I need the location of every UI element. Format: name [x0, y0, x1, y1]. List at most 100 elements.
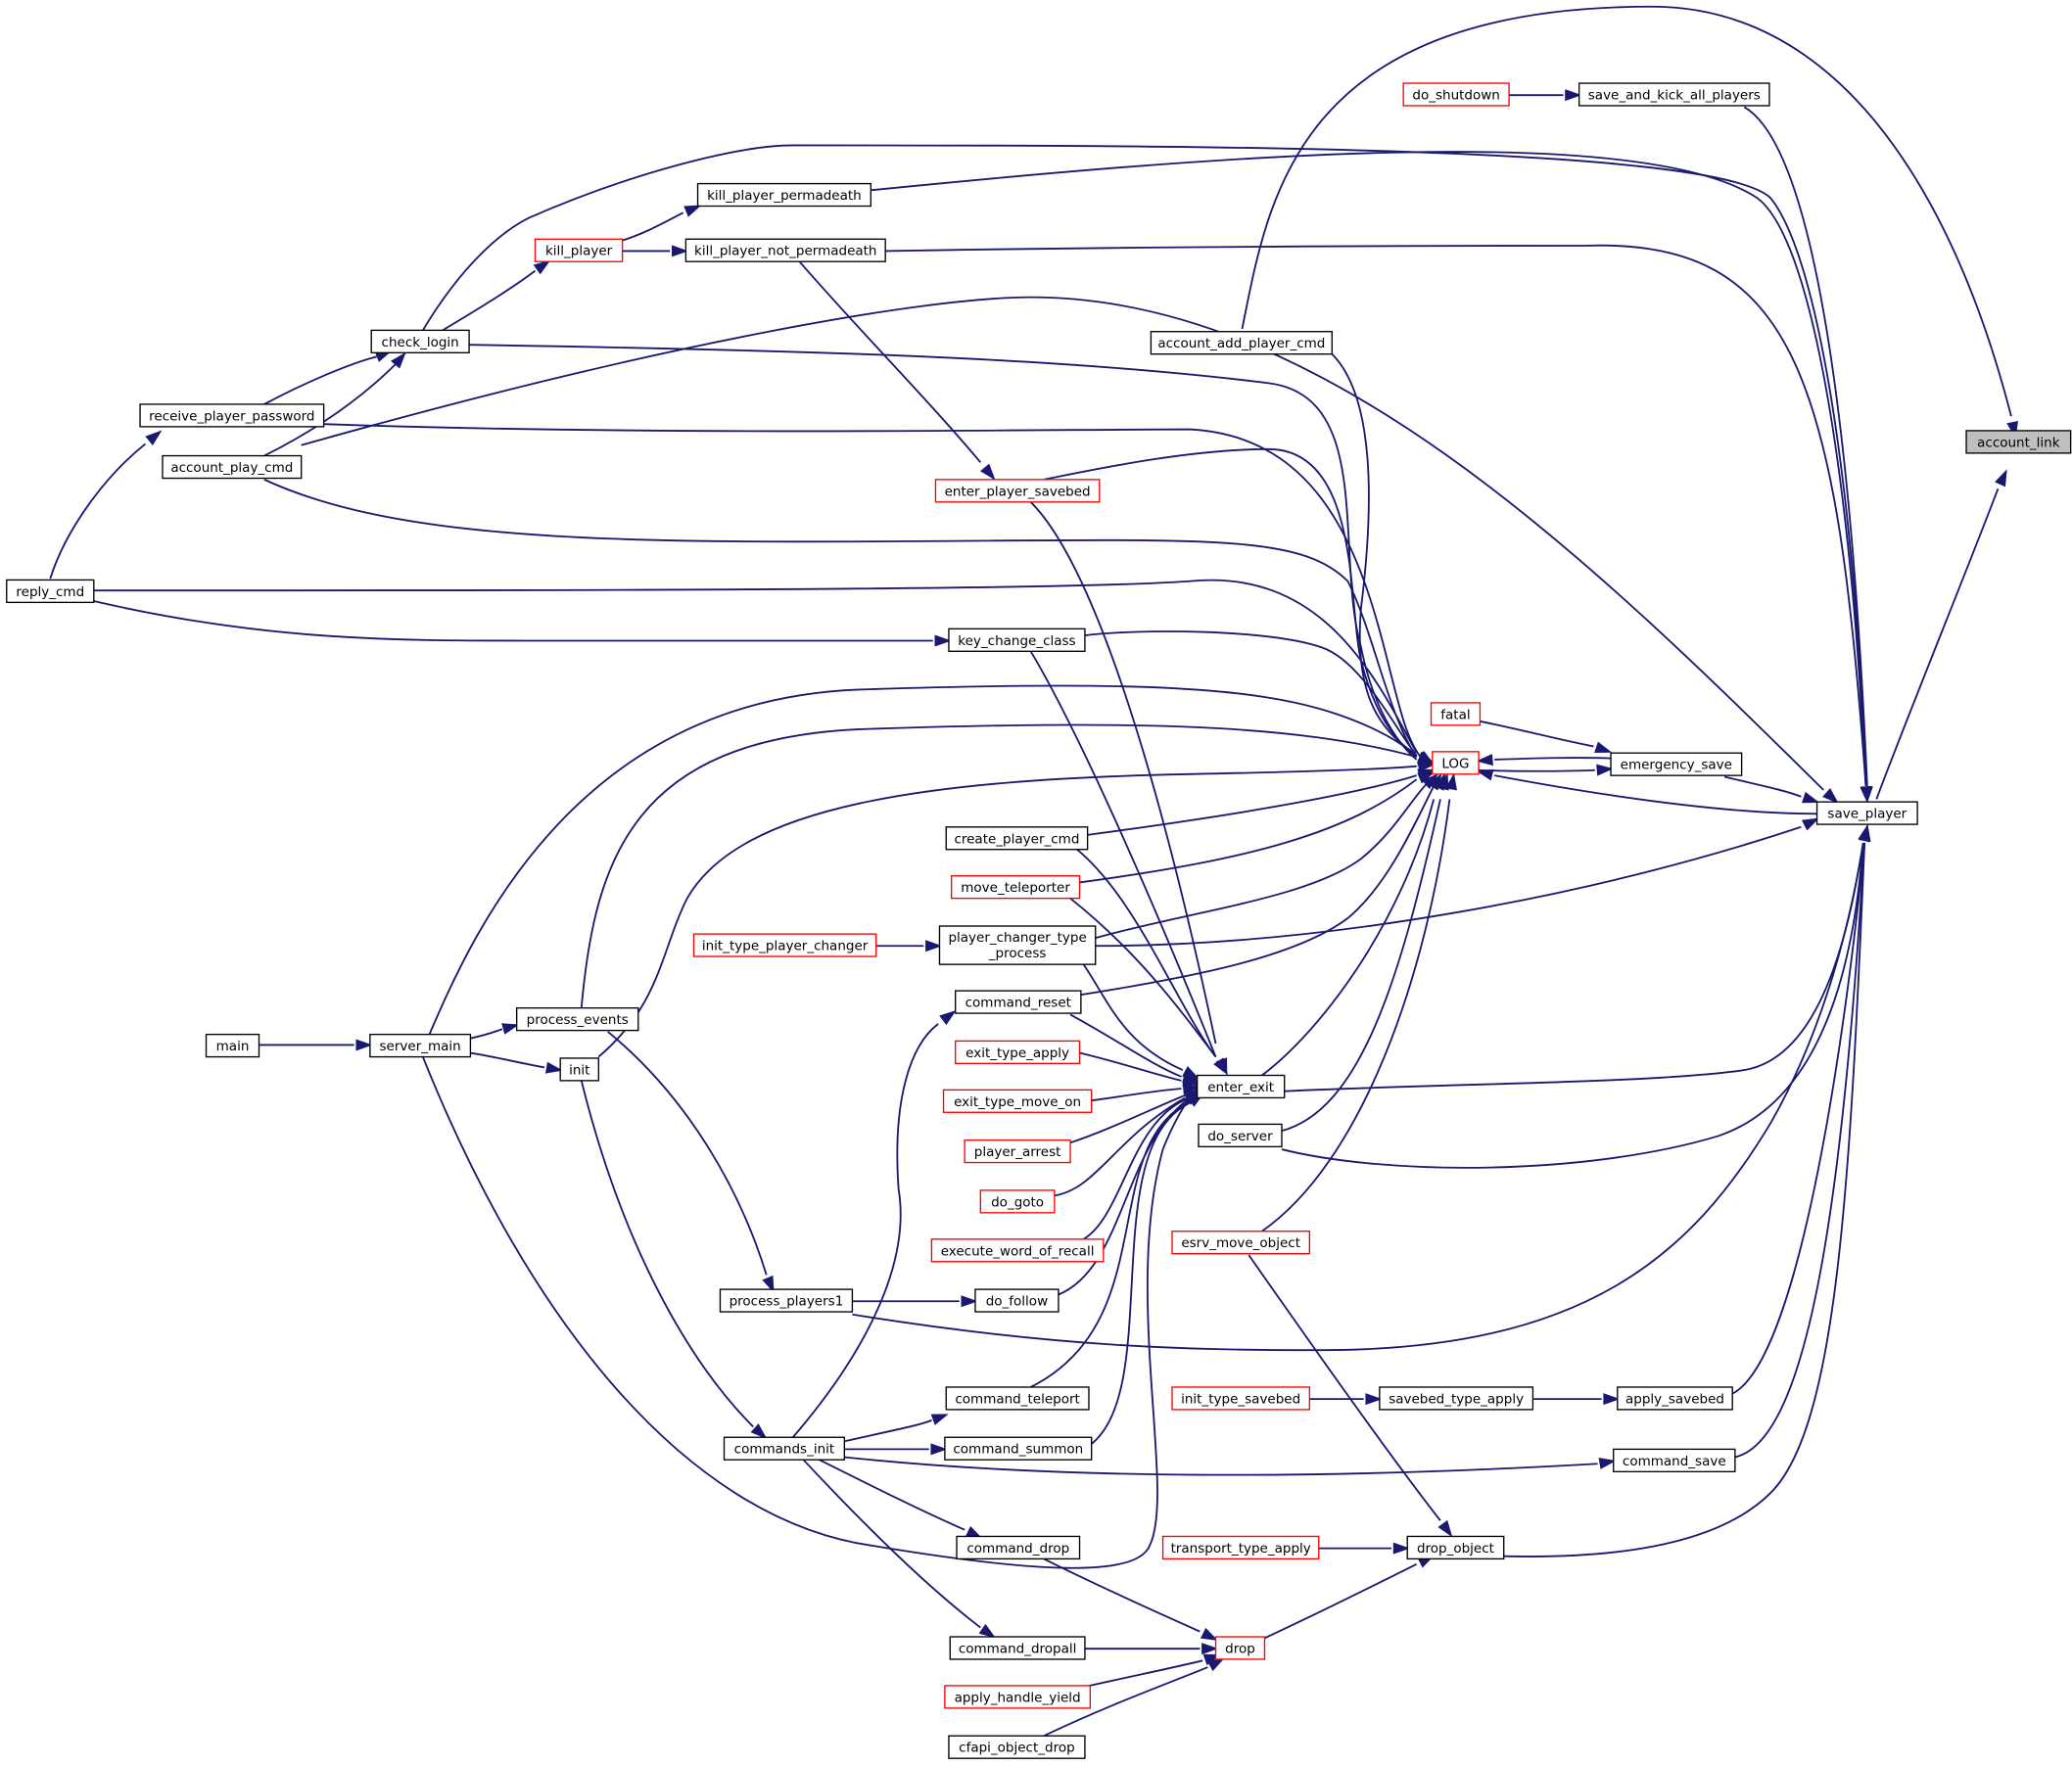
- edge-command_drop-to-drop: [1043, 1557, 1218, 1641]
- node-box: [950, 875, 1081, 900]
- node-label: init_type_savebed: [1181, 1391, 1300, 1407]
- edge-line: [263, 479, 1418, 758]
- node-key_change_class[interactable]: key_change_class: [948, 627, 1086, 652]
- node-command_teleport[interactable]: command_teleport: [945, 1386, 1090, 1411]
- node-enter_exit[interactable]: enter_exit: [1196, 1074, 1286, 1099]
- node-command_summon[interactable]: command_summon: [944, 1436, 1093, 1461]
- arrowhead: [930, 1414, 949, 1425]
- arrowhead: [750, 1423, 768, 1440]
- node-player_arrest[interactable]: player_arrest: [964, 1139, 1071, 1164]
- node-fatal[interactable]: fatal: [1430, 702, 1482, 726]
- node-do_goto[interactable]: do_goto: [979, 1189, 1056, 1214]
- node-apply_savebed[interactable]: apply_savebed: [1617, 1386, 1733, 1411]
- node-do_server[interactable]: do_server: [1198, 1123, 1283, 1148]
- node-reply_cmd[interactable]: reply_cmd: [6, 579, 95, 604]
- node-save_player[interactable]: save_player: [1815, 801, 1918, 825]
- node-init[interactable]: init: [559, 1057, 599, 1082]
- node-main[interactable]: main: [205, 1033, 260, 1058]
- node-exit_type_move_on[interactable]: exit_type_move_on: [942, 1089, 1093, 1113]
- node-do_follow[interactable]: do_follow: [974, 1288, 1060, 1313]
- node-kill_player[interactable]: kill_player: [534, 238, 624, 262]
- node-account_play_cmd[interactable]: account_play_cmd: [162, 454, 303, 480]
- node-save_and_kick_all_players[interactable]: save_and_kick_all_players: [1578, 82, 1770, 107]
- node-init_type_savebed[interactable]: init_type_savebed: [1171, 1386, 1311, 1411]
- node-account_add_player_cmd[interactable]: account_add_player_cmd: [1150, 331, 1333, 355]
- edge-line: [1069, 1013, 1182, 1078]
- node-account_link[interactable]: account_link: [1965, 430, 2072, 454]
- node-box: [934, 479, 1101, 503]
- node-box: [162, 454, 303, 480]
- arrowhead: [925, 940, 943, 953]
- edge-line: [323, 423, 1422, 758]
- node-esrv_move_object[interactable]: esrv_move_object: [1171, 1231, 1311, 1255]
- node-cfapi_object_drop[interactable]: cfapi_object_drop: [948, 1735, 1086, 1759]
- edge-line: [1029, 650, 1217, 1057]
- node-init_type_player_changer[interactable]: init_type_player_changer: [692, 933, 877, 957]
- edge-esrv_move_object-to-LOG: [1261, 772, 1457, 1232]
- node-move_teleporter[interactable]: move_teleporter: [950, 875, 1081, 900]
- edge-line: [1069, 897, 1217, 1058]
- node-player_changer_type_process[interactable]: player_changer_type_process: [938, 925, 1097, 965]
- edge-kill_player-to-kill_player_not_permadeath: [622, 245, 689, 257]
- node-execute_word_of_recall[interactable]: execute_word_of_recall: [930, 1238, 1105, 1263]
- node-process_events[interactable]: process_events: [515, 1006, 639, 1032]
- edge-server_main-to-init: [470, 1051, 563, 1074]
- arrowhead: [1445, 772, 1457, 791]
- node-drop[interactable]: drop: [1214, 1636, 1266, 1660]
- node-command_save[interactable]: command_save: [1613, 1448, 1736, 1473]
- node-command_reset[interactable]: command_reset: [955, 990, 1082, 1014]
- node-emergency_save[interactable]: emergency_save: [1610, 752, 1743, 776]
- edge-init-to-LOG: [597, 760, 1436, 1058]
- arrowhead: [939, 1010, 957, 1026]
- edge-commands_init-to-command_reset: [792, 1010, 957, 1438]
- node-command_drop[interactable]: command_drop: [956, 1535, 1081, 1560]
- node-label: player_changer_type_process: [948, 930, 1086, 961]
- edge-kill_player_not_permadeath-to-enter_player_savebed: [798, 260, 996, 481]
- node-transport_type_apply[interactable]: transport_type_apply: [1161, 1535, 1320, 1560]
- edge-line: [263, 355, 377, 405]
- edge-line: [1743, 106, 1868, 786]
- node-label: reply_cmd: [16, 584, 84, 600]
- node-label: receive_player_password: [149, 408, 314, 424]
- edge-do_server-to-save_player: [1281, 824, 1870, 1169]
- arrowhead: [1182, 1075, 1201, 1088]
- arrowhead: [544, 1061, 563, 1074]
- arrowhead: [683, 205, 702, 217]
- edge-line: [1261, 799, 1436, 1077]
- node-savebed_type_apply[interactable]: savebed_type_apply: [1379, 1386, 1534, 1411]
- node-check_login[interactable]: check_login: [370, 329, 470, 353]
- edge-account_play_cmd-to-LOG: [263, 479, 1436, 766]
- node-box: [692, 933, 877, 957]
- edge-line: [93, 600, 933, 642]
- edge-create_player_cmd-to-enter_exit: [1076, 849, 1228, 1076]
- arrowhead: [934, 634, 952, 647]
- node-process_players1[interactable]: process_players1: [719, 1288, 854, 1313]
- node-kill_player_not_permadeath[interactable]: kill_player_not_permadeath: [684, 238, 886, 262]
- node-enter_player_savebed[interactable]: enter_player_savebed: [934, 479, 1101, 503]
- edge-receive_player_password-to-LOG: [323, 423, 1436, 766]
- edge-emergency_save-to-save_player: [1723, 775, 1820, 804]
- node-label: key_change_class: [958, 633, 1075, 649]
- node-apply_handle_yield[interactable]: apply_handle_yield: [944, 1685, 1092, 1709]
- node-label: emergency_save: [1621, 758, 1732, 773]
- node-commands_init[interactable]: commands_init: [723, 1436, 845, 1461]
- arrowhead: [762, 1275, 775, 1293]
- node-LOG[interactable]: LOG: [1432, 751, 1480, 775]
- node-do_shutdown[interactable]: do_shutdown: [1402, 82, 1510, 107]
- node-label: process_events: [527, 1012, 629, 1028]
- arrowhead: [978, 1623, 997, 1639]
- node-drop_object[interactable]: drop_object: [1406, 1535, 1505, 1560]
- node-kill_player_permadeath[interactable]: kill_player_permadeath: [696, 182, 871, 208]
- node-command_dropall[interactable]: command_dropall: [949, 1636, 1086, 1660]
- node-box: [1432, 751, 1480, 775]
- node-create_player_cmd[interactable]: create_player_cmd: [945, 826, 1089, 851]
- edge-account_add_player_cmd-to-LOG: [1331, 353, 1436, 766]
- edge-commands_init-to-command_drop: [819, 1459, 983, 1540]
- node-receive_player_password[interactable]: receive_player_password: [139, 403, 325, 428]
- arrowhead: [979, 463, 996, 481]
- arrowhead: [1417, 771, 1436, 784]
- node-exit_type_apply[interactable]: exit_type_apply: [955, 1040, 1081, 1065]
- node-label: esrv_move_object: [1181, 1235, 1300, 1251]
- node-server_main[interactable]: server_main: [369, 1033, 472, 1058]
